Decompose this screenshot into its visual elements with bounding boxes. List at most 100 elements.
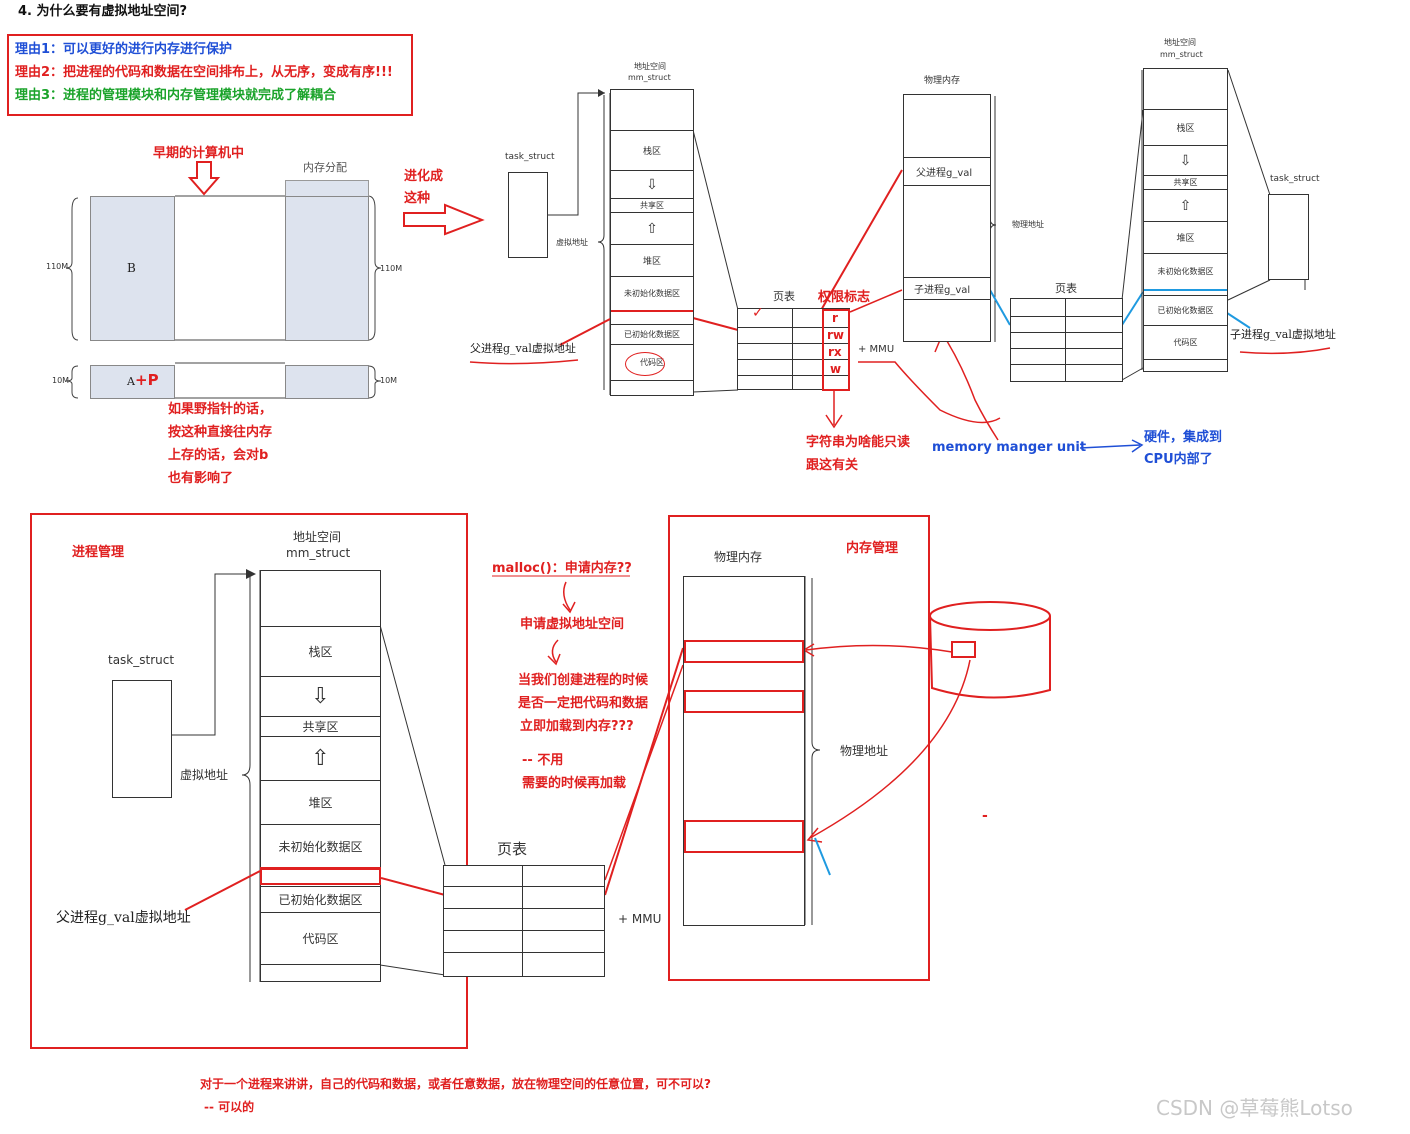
task-struct-box (508, 172, 548, 258)
phys-mem-label: 物理内存 (924, 76, 961, 86)
right-seg-stack: 栈区 (1144, 109, 1227, 145)
bottom-task-struct-box (112, 680, 172, 798)
wild-pointer-note-1: 如果野指针的话， (168, 402, 273, 417)
reasons-box: 理由1：可以更好的进行内存进行保护 理由2：把进程的代码和数据在空间排布上，从无… (7, 34, 413, 116)
phys-mem-top: 父进程g_val 子进程g_val (903, 94, 991, 342)
early-title: 早期的计算机中 (153, 146, 245, 161)
size-110m-left: 110M (46, 262, 69, 271)
bottom-phys-mem (683, 576, 805, 926)
hardware-note-2: CPU内部了 (1144, 452, 1213, 467)
parent-virtual-label: 父进程g_val虚拟地址 (470, 342, 576, 355)
bottom-down-arrow-icon: ⇩ (261, 676, 380, 716)
child-virtual-label: 子进程g_val虚拟地址 (1230, 328, 1336, 341)
malloc-note-2: 申请虚拟地址空间 (520, 617, 625, 632)
right-page-table-label: 页表 (1055, 282, 1077, 295)
seg-data: 已初始化数据区 (611, 324, 693, 344)
mem-a-region (285, 365, 369, 399)
right-addr-space-title-2: mm_struct (1160, 50, 1203, 59)
wild-pointer-note-3: 上存的话，会对b (168, 448, 269, 463)
mem-alloc-label: 内存分配 (303, 161, 347, 174)
mmu-label: + MMU (858, 344, 895, 355)
wild-pointer-note-2: 按这种直接往内存 (168, 425, 273, 440)
bottom-up-arrow-icon: ⇧ (261, 736, 380, 780)
parent-gval: 父进程g_val (904, 157, 990, 185)
size-10m-left: 10M (52, 376, 70, 385)
virtual-addr-label: 虚拟地址 (556, 238, 588, 247)
malloc-note-7: 需要的时候再加载 (522, 776, 627, 791)
box-b: B (90, 196, 175, 341)
disk-block (951, 641, 976, 658)
page-table-label: 页表 (773, 290, 795, 303)
page-table-top (737, 308, 850, 390)
reason-3: 理由3：进程的管理模块和内存管理模块就完成了解耦合 (15, 88, 337, 103)
reason-1: 理由1：可以更好的进行内存进行保护 (15, 42, 233, 57)
bottom-task-struct-label: task_struct (108, 653, 175, 667)
right-seg-shared: 共享区 (1144, 175, 1227, 189)
process-mgmt-label: 进程管理 (72, 545, 125, 560)
bottom-seg-shared: 共享区 (261, 716, 380, 736)
right-seg-code: 代码区 (1144, 325, 1227, 359)
memory-mgmt-frame: 内存管理 (668, 515, 930, 981)
seg-heap: 堆区 (611, 244, 693, 276)
phys-block-3 (684, 820, 804, 853)
permission-box: r rw rx w (822, 309, 850, 391)
right-seg-highlight (1144, 289, 1227, 295)
perm-rw: rw (827, 328, 845, 342)
mem-b-region (285, 196, 369, 341)
bottom-phys-addr: 物理地址 (840, 744, 889, 758)
wild-pointer-note-4: 也有影响了 (168, 471, 234, 486)
code-circle-mark (625, 352, 665, 376)
bottom-virtual-addr: 虚拟地址 (180, 768, 229, 782)
bottom-seg-highlight (261, 868, 380, 886)
addr-space-top: 栈区 ⇩ 共享区 ⇧ 堆区 未初始化数据区 已初始化数据区 代码区 (610, 89, 694, 396)
bottom-seg-data: 已初始化数据区 (261, 886, 380, 912)
box-b-label: B (127, 261, 136, 275)
phys-block-2 (684, 690, 804, 713)
down-arrow-icon: ⇩ (611, 170, 693, 198)
child-gval: 子进程g_val (904, 277, 990, 299)
string-readonly-1: 字符串为啥能只读 (806, 435, 911, 450)
phys-addr-label: 物理地址 (1012, 220, 1044, 229)
right-up-arrow-icon: ⇧ (1144, 189, 1227, 221)
mmu-full-label: memory manger unit (932, 440, 1087, 455)
bottom-page-table-label: 页表 (497, 840, 528, 858)
size-110m-right: 110M (380, 264, 403, 273)
right-seg-heap: 堆区 (1144, 221, 1227, 253)
perm-r: r (832, 311, 838, 325)
reason-2: 理由2：把进程的代码和数据在空间排布上，从无序，变成有序!!! (15, 65, 393, 80)
bottom-addr-space: 栈区 ⇩ 共享区 ⇧ 堆区 未初始化数据区 已初始化数据区 代码区 (260, 570, 381, 982)
seg-highlight (611, 310, 693, 324)
pointer-note: +P (135, 371, 159, 389)
evolve-label-1: 进化成 (404, 169, 444, 184)
footer-question: 对于一个进程来讲讲，自己的代码和数据，或者任意数据，放在物理空间的任意位置，可不… (200, 1077, 711, 1091)
string-readonly-2: 跟这有关 (806, 458, 859, 473)
heading: 4. 为什么要有虚拟地址空间? (18, 4, 188, 19)
addr-space-title-1: 地址空间 (634, 62, 666, 71)
up-arrow-icon: ⇧ (611, 212, 693, 244)
right-addr-space-title-1: 地址空间 (1164, 38, 1196, 47)
stray-dash: - (982, 808, 988, 824)
bottom-addr-title-2: mm_struct (286, 546, 351, 560)
seg-stack: 栈区 (611, 130, 693, 170)
malloc-note-3: 当我们创建进程的时候 (518, 673, 649, 688)
memory-mgmt-label: 内存管理 (846, 541, 899, 556)
right-task-struct-label: task_struct (1270, 174, 1320, 184)
task-struct-label: task_struct (505, 152, 555, 162)
malloc-note-4: 是否一定把代码和数据 (518, 696, 649, 711)
seg-bss: 未初始化数据区 (611, 276, 693, 310)
footer-answer: -- 可以的 (204, 1100, 255, 1114)
addr-space-right: 栈区 ⇩ 共享区 ⇧ 堆区 未初始化数据区 已初始化数据区 代码区 (1143, 68, 1228, 372)
bottom-seg-heap: 堆区 (261, 780, 380, 824)
malloc-note-5: 立即加载到内存??? (520, 719, 634, 734)
right-seg-bss: 未初始化数据区 (1144, 253, 1227, 289)
right-seg-data: 已初始化数据区 (1144, 295, 1227, 325)
right-task-struct-box (1268, 194, 1309, 280)
right-down-arrow-icon: ⇩ (1144, 145, 1227, 175)
box-a-label: A (127, 375, 135, 388)
mem-alloc-header (285, 180, 369, 197)
malloc-note-1: malloc()：申请内存?? (492, 561, 632, 576)
bottom-seg-stack: 栈区 (261, 626, 380, 676)
addr-space-title-2: mm_struct (628, 73, 671, 82)
bottom-phys-mem-label: 物理内存 (714, 550, 763, 564)
box-a: A +P (90, 365, 175, 399)
